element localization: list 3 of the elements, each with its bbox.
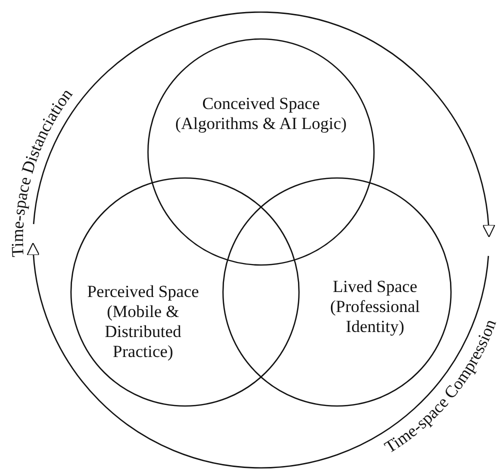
circle-label: Conceived Space (Algorithms & AI Logic) bbox=[174, 94, 348, 134]
circle-label: Lived Space (Professional Identity) bbox=[329, 277, 421, 337]
circle-label: Perceived Space (Mobile & Distributed Practice) bbox=[86, 282, 200, 362]
